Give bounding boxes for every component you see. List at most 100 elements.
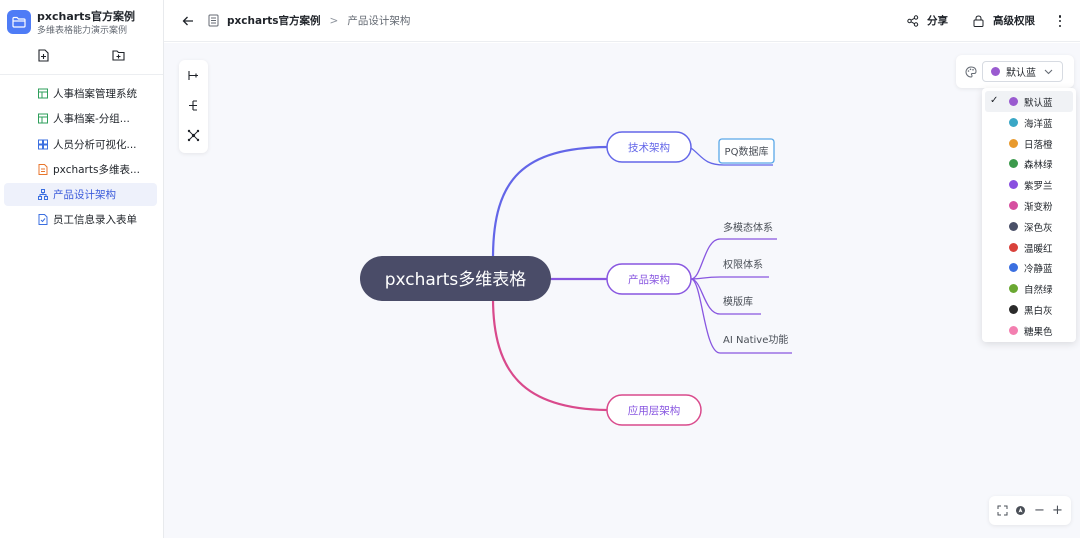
mindmap: pxcharts多维表格 技术架构 产品架构 应用层架构 PQ数据库 多模态体系… (360, 131, 792, 426)
theme-option[interactable]: 森林绿 (985, 153, 1073, 174)
edge-product-c4 (690, 278, 792, 354)
branch-label-tech: 技术架构 (628, 141, 670, 154)
lock-icon (973, 14, 984, 27)
share-label: 分享 (927, 15, 948, 27)
theme-option[interactable]: 紫罗兰 (985, 174, 1073, 195)
root-label: pxcharts多维表格 (385, 270, 527, 290)
sidebar-divider (0, 74, 163, 75)
sidebar-item-label: 人事档案-分组... (53, 113, 130, 126)
theme-select[interactable]: 默认蓝 (982, 61, 1063, 82)
top-bar: pxcharts官方案例 > 产品设计架构 分享 高级权限 (164, 0, 1080, 42)
sidebar-item-pxcharts-doc[interactable]: pxcharts多维表... (4, 158, 157, 181)
sidebar-item-employee-form[interactable]: 员工信息录入表单 (4, 208, 157, 231)
branch-label-app: 应用层架构 (628, 404, 681, 417)
theme-option-color-dot (1009, 304, 1018, 314)
share-button[interactable]: 分享 (907, 13, 948, 28)
theme-option-label: 渐变粉 (1024, 201, 1053, 213)
theme-option-color-dot (1009, 117, 1018, 127)
theme-option[interactable]: 渐变粉 (985, 195, 1073, 216)
theme-option[interactable]: 日落橙 (985, 133, 1073, 154)
sidebar-item-label: 员工信息录入表单 (53, 214, 137, 227)
theme-option-label: 冷静蓝 (1024, 264, 1053, 276)
theme-option-label: 自然绿 (1024, 285, 1053, 297)
zoom-out-button[interactable]: − (1034, 503, 1045, 518)
app-title: pxcharts官方案例 (37, 10, 135, 23)
theme-option-label: 默认蓝 (1024, 98, 1053, 109)
new-folder-icon[interactable] (110, 47, 126, 63)
sidebar-item-analytics[interactable]: 人员分析可视化... (4, 133, 157, 156)
theme-option-label: 日落橙 (1024, 139, 1053, 151)
palette-icon (965, 66, 977, 78)
app-subtitle: 多维表格能力演示案例 (37, 26, 128, 36)
app-logo-icon (208, 14, 219, 27)
theme-option-color-dot (1009, 159, 1018, 169)
theme-option-color-dot (1009, 325, 1018, 335)
breadcrumb-app[interactable]: pxcharts官方案例 (227, 15, 321, 27)
add-child-icon[interactable] (186, 68, 201, 83)
theme-option[interactable]: 深色灰 (985, 216, 1073, 237)
branch-node-tech (606, 131, 692, 163)
theme-dropdown: ✓ 默认蓝海洋蓝日落橙森林绿紫罗兰渐变粉深色灰温暖红冷静蓝自然绿黑白灰糖果色 (982, 88, 1076, 342)
theme-option-label: 黑白灰 (1024, 305, 1053, 317)
theme-option[interactable]: ✓ 默认蓝 (985, 91, 1073, 112)
edge-root-tech (491, 145, 608, 259)
mindmap-icon (38, 189, 48, 201)
sidebar: pxcharts官方案例 多维表格能力演示案例 人事档案管理系统 人事档案-分组… (0, 0, 164, 538)
theme-option[interactable]: 冷静蓝 (985, 257, 1073, 278)
table-icon (38, 88, 48, 99)
form-icon (38, 214, 48, 226)
theme-option-color-dot (1009, 221, 1018, 231)
theme-option[interactable]: 自然绿 (985, 278, 1073, 299)
theme-option-label: 森林绿 (1024, 160, 1053, 172)
app-header: pxcharts官方案例 多维表格能力演示案例 (7, 10, 135, 37)
new-file-icon[interactable] (35, 47, 51, 63)
theme-selected-label: 默认蓝 (1006, 68, 1036, 79)
sidebar-item-label: 人员分析可视化... (53, 138, 137, 151)
theme-option-label: 糖果色 (1024, 326, 1053, 338)
edge-product-c2 (690, 276, 769, 280)
locate-icon[interactable] (1013, 503, 1028, 518)
theme-option-color-dot (1009, 97, 1018, 106)
zoom-in-button[interactable]: + (1052, 503, 1063, 518)
theme-color-dot (991, 67, 1000, 76)
edge-product-c1 (690, 238, 777, 280)
nav-list: 人事档案管理系统 人事档案-分组... 人员分析可视化... pxcharts多… (4, 82, 157, 234)
theme-option-color-dot (1009, 180, 1018, 190)
theme-option-color-dot (1009, 200, 1018, 210)
theme-option-color-dot (1009, 242, 1018, 252)
sidebar-item-product-architecture[interactable]: 产品设计架构 (4, 183, 157, 207)
table-icon (38, 113, 48, 124)
mindmap-canvas[interactable]: pxcharts多维表格 技术架构 产品架构 应用层架构 PQ数据库 多模态体系… (164, 43, 1080, 538)
theme-option-color-dot (1009, 138, 1018, 148)
checkmark-icon: ✓ (990, 95, 999, 106)
leaf-label-product-2: 权限体系 (723, 258, 763, 271)
permission-label: 高级权限 (993, 15, 1035, 27)
back-arrow-icon[interactable] (181, 14, 195, 28)
theme-option[interactable]: 温暖红 (985, 237, 1073, 258)
breadcrumb-separator: > (329, 14, 339, 27)
share-icon (907, 14, 919, 27)
layout-icon[interactable] (186, 128, 201, 143)
sidebar-item-hr-records[interactable]: 人事档案管理系统 (4, 82, 157, 105)
theme-option-label: 海洋蓝 (1024, 118, 1053, 130)
root-node (360, 256, 551, 301)
branch-node-product (606, 263, 692, 295)
branch-node-app (606, 394, 702, 426)
folder-icon (7, 10, 31, 34)
add-sibling-icon[interactable] (186, 98, 201, 113)
edge-root-app (491, 297, 608, 412)
more-icon[interactable] (1057, 14, 1063, 28)
theme-option-label: 温暖红 (1024, 243, 1053, 255)
doc-icon (38, 163, 48, 175)
sidebar-item-label: 产品设计架构 (53, 189, 116, 202)
theme-option[interactable]: 黑白灰 (985, 299, 1073, 320)
sidebar-item-label: 人事档案管理系统 (53, 88, 137, 100)
dashboard-icon (38, 139, 48, 150)
fit-screen-icon[interactable] (995, 503, 1010, 518)
theme-option[interactable]: 海洋蓝 (985, 112, 1073, 133)
leaf-node-pq (718, 138, 775, 164)
permission-button[interactable]: 高级权限 (973, 13, 1035, 28)
sidebar-item-hr-grouped[interactable]: 人事档案-分组... (4, 107, 157, 130)
theme-option[interactable]: 糖果色 (985, 320, 1073, 341)
zoom-controls: − + (989, 496, 1071, 525)
